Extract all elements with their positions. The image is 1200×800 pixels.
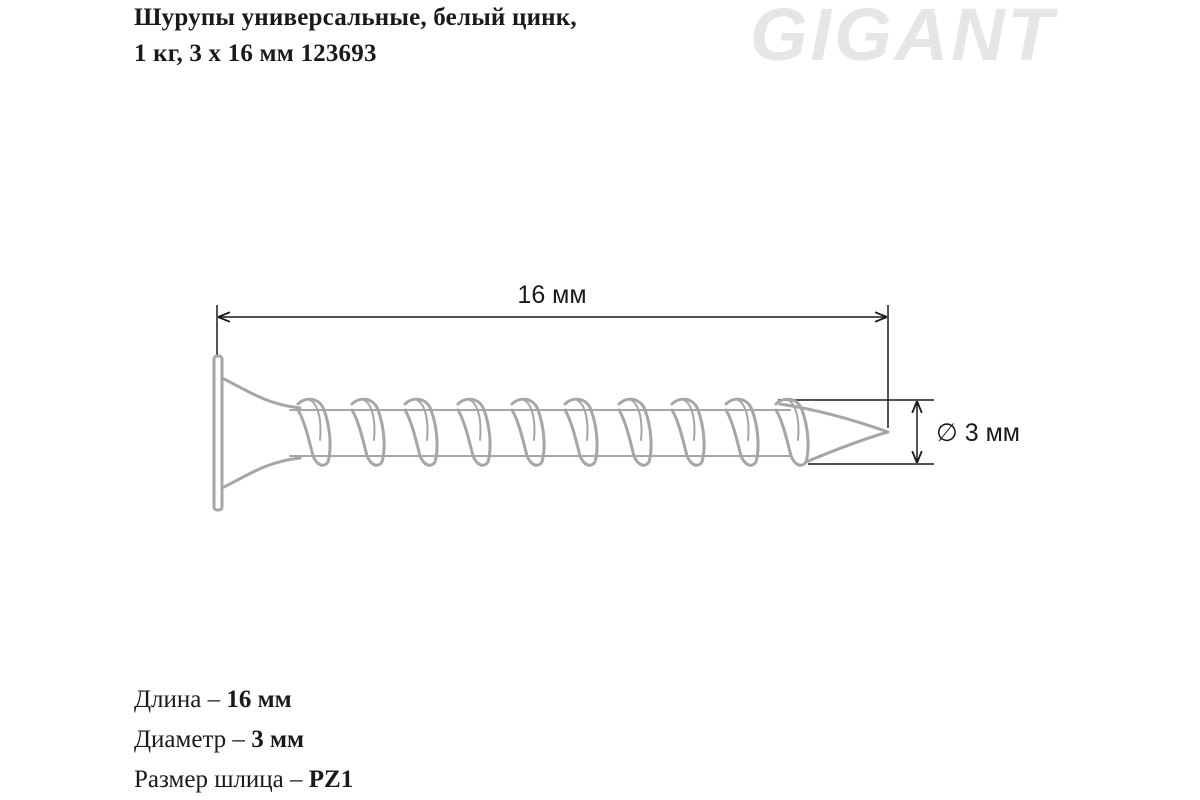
- screw-neck-bottom: [220, 456, 302, 490]
- thread-turn: [510, 397, 546, 467]
- spec-label: Размер шлица –: [134, 766, 309, 793]
- thread-highlight: [469, 399, 482, 441]
- thread-turn: [774, 397, 810, 467]
- thread-turn: [350, 397, 386, 467]
- product-title: Шурупы универсальные, белый цинк, 1 кг, …: [134, 0, 577, 72]
- spec-row: Размер шлица – PZ1: [134, 760, 353, 800]
- screw-illustration: [212, 354, 890, 512]
- thread-highlight: [363, 399, 376, 441]
- screw-neck-top: [220, 376, 302, 410]
- thread-turn: [296, 397, 332, 467]
- thread-turn: [617, 397, 653, 467]
- diameter-label: ∅ 3 мм: [936, 419, 1020, 447]
- spec-value: PZ1: [308, 766, 354, 793]
- thread-highlight: [630, 399, 643, 441]
- thread-turn: [456, 397, 492, 467]
- thread-turn: [403, 397, 439, 467]
- thread-turn: [670, 397, 706, 467]
- title-line-2: 1 кг, 3 х 16 мм 123693: [134, 40, 377, 67]
- brand-logo: GIGANT: [750, 0, 1056, 76]
- thread-turn: [563, 397, 599, 467]
- spec-value: 16 мм: [226, 686, 292, 713]
- screw-threads: [296, 397, 810, 467]
- spec-label: Диаметр –: [134, 726, 252, 753]
- thread-highlight: [683, 399, 696, 441]
- thread-highlight: [787, 399, 800, 441]
- screw-point: [778, 402, 890, 464]
- spec-value: 3 мм: [251, 726, 304, 753]
- screw-head: [212, 354, 224, 512]
- spec-row: Диаметр – 3 мм: [134, 720, 353, 760]
- thread-highlight: [309, 399, 322, 441]
- diameter-dimension: ∅ 3 мм: [778, 399, 1020, 465]
- length-dimension: 16 мм: [216, 281, 889, 428]
- length-label: 16 мм: [517, 281, 586, 309]
- thread-highlight: [523, 399, 536, 441]
- spec-row: Длина – 16 мм: [134, 680, 353, 720]
- thread-turn: [724, 397, 760, 467]
- thread-highlight: [737, 399, 750, 441]
- title-line-1: Шурупы универсальные, белый цинк,: [134, 4, 577, 31]
- thread-highlight: [576, 399, 589, 441]
- thread-highlight: [416, 399, 429, 441]
- spec-label: Длина –: [134, 686, 227, 713]
- spec-list: Длина – 16 мм Диаметр – 3 мм Размер шлиц…: [134, 680, 353, 800]
